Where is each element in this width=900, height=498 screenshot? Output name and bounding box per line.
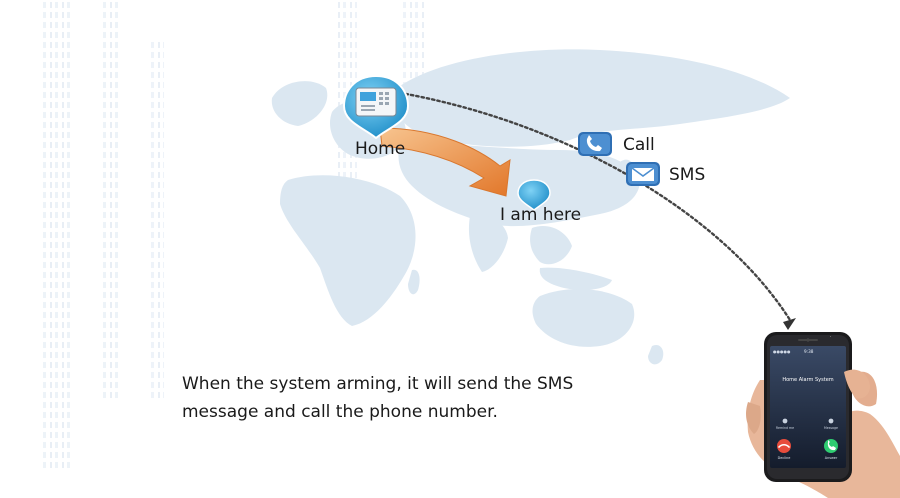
phone-action-remind: Remind me [776, 426, 794, 430]
phone-action-message: Message [824, 426, 838, 430]
location-pin-icon [517, 179, 551, 211]
phone-caller-name: Home Alarm System [782, 377, 833, 383]
sms-label: SMS [669, 165, 706, 185]
answer-button[interactable] [824, 439, 838, 453]
remind-icon [782, 418, 788, 424]
call-label: Call [623, 135, 655, 155]
here-label: I am here [500, 205, 582, 225]
phone-icon [578, 132, 612, 156]
smartphone: ●●●●● 9:38 Home Alarm System Remind me M… [764, 332, 852, 482]
decline-icon [778, 443, 790, 448]
phone-status-time: 9:38 [804, 349, 814, 354]
home-label: Home [355, 139, 406, 159]
message-icon [828, 418, 834, 424]
caption-line-1: When the system arming, it will send the… [182, 374, 574, 394]
envelope-icon [626, 162, 660, 186]
decline-button[interactable] [777, 439, 791, 453]
description-caption: When the system arming, it will send the… [182, 370, 573, 426]
signal-arrowhead-icon [783, 318, 796, 330]
binary-background [40, 0, 426, 470]
phone-screen [770, 346, 846, 468]
phone-action-decline: Decline [778, 456, 791, 460]
alarm-panel-pin-icon [342, 74, 410, 140]
answer-icon [827, 440, 836, 451]
caption-line-2: message and call the phone number. [182, 402, 498, 422]
thumb [844, 369, 870, 399]
phone-action-answer: Answer [825, 456, 838, 460]
svg-text:●●●●●: ●●●●● [773, 349, 791, 354]
travel-arrow [379, 127, 511, 197]
